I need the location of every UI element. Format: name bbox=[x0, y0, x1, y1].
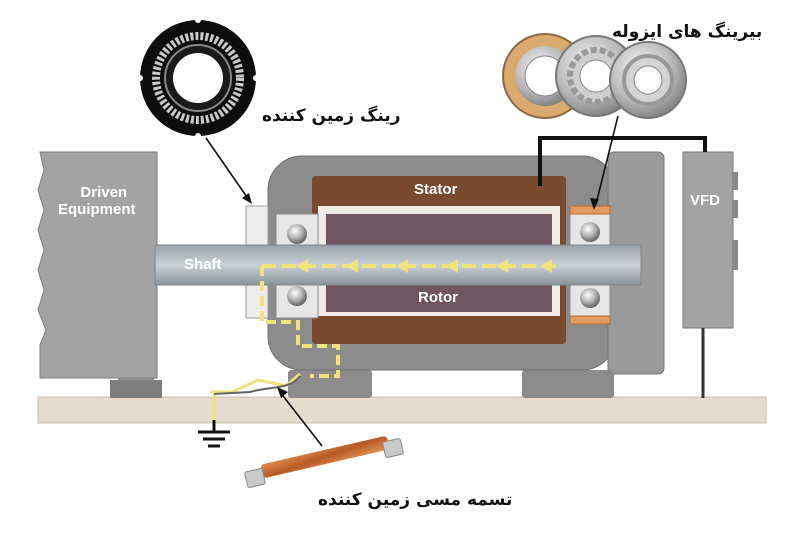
insulated-bearings-label: بیرینگ های ایزوله bbox=[612, 22, 763, 42]
vfd-cable bbox=[538, 136, 707, 186]
bearing-ball bbox=[287, 224, 307, 244]
insulation-strip-top bbox=[569, 205, 611, 215]
driven-equipment-line1: Driven bbox=[80, 184, 128, 201]
shaft-label: Shaft bbox=[184, 256, 222, 273]
grounding-ring-label: رینگ زمین کننده bbox=[262, 106, 401, 126]
bearing-ball bbox=[580, 222, 600, 242]
driven-equipment bbox=[37, 151, 162, 398]
driven-equipment-label: Driven Equipment bbox=[58, 184, 136, 218]
stator-label: Stator bbox=[414, 181, 458, 198]
strap-wire bbox=[213, 375, 301, 395]
bearing-ball bbox=[287, 286, 307, 306]
current-path bbox=[210, 264, 560, 422]
driven-equipment-line2: Equipment bbox=[58, 201, 136, 218]
insulation-strip-bottom bbox=[569, 315, 611, 325]
ring-pointer-arrow bbox=[205, 137, 250, 201]
motor-foot-left bbox=[288, 370, 372, 398]
vfd-unit bbox=[682, 151, 738, 329]
motor-foot-right bbox=[522, 370, 614, 398]
copper-strap-label: تسمه مسی زمین کننده bbox=[318, 490, 513, 510]
arrow-icon bbox=[296, 259, 552, 273]
vfd-label: VFD bbox=[690, 192, 720, 209]
base-plate bbox=[37, 396, 767, 424]
strap-pointer-arrow bbox=[279, 391, 323, 447]
bearing-photo bbox=[502, 33, 687, 119]
copper-strap-photo bbox=[244, 436, 404, 488]
grounding-ring-photo bbox=[137, 17, 259, 139]
rotor-label: Rotor bbox=[418, 289, 458, 306]
ground-symbol-icon bbox=[198, 420, 230, 448]
bearing-ball bbox=[580, 288, 600, 308]
bearing-pointer-arrow bbox=[595, 115, 619, 205]
